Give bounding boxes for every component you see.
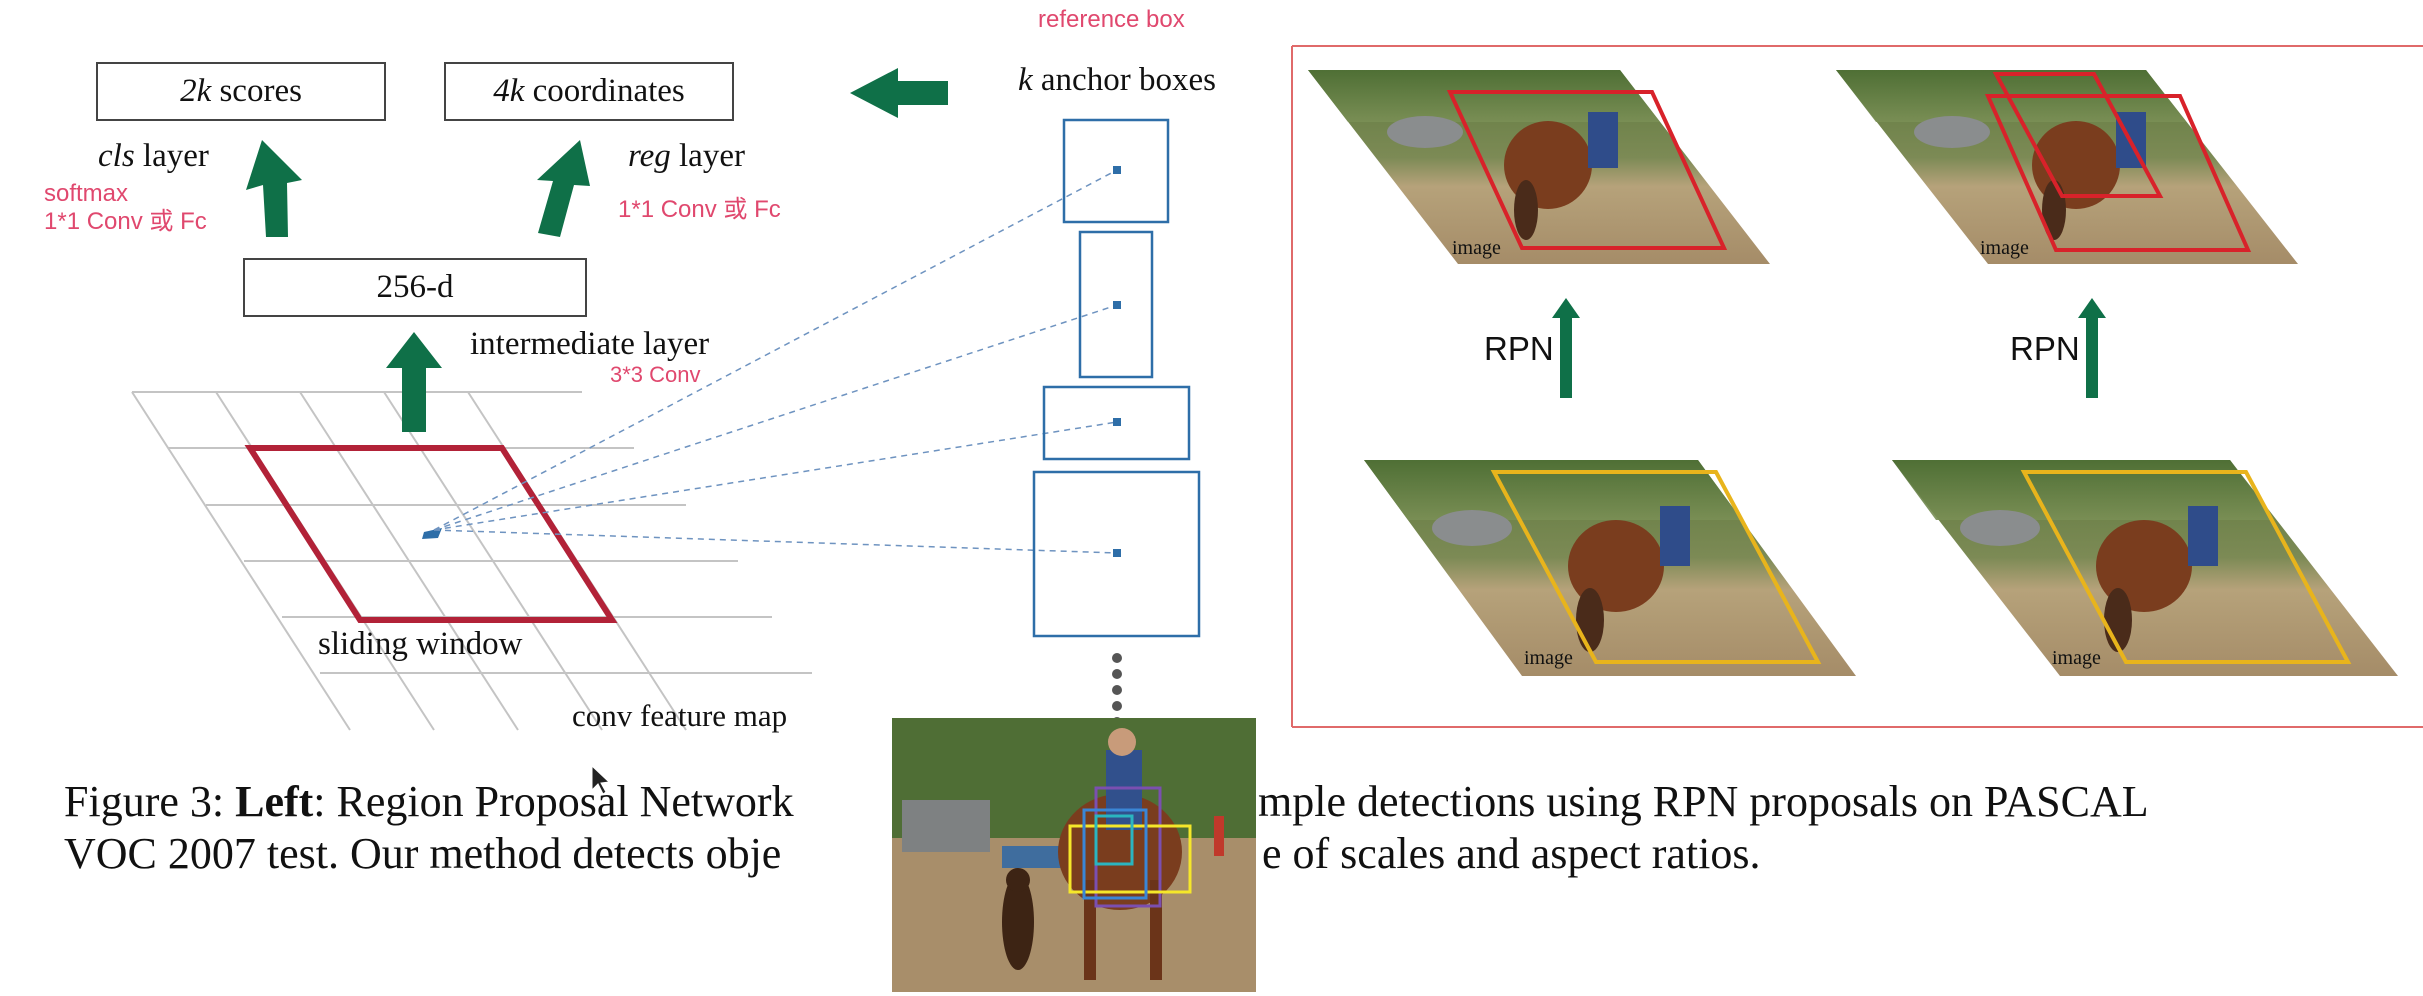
mouse-cursor-icon xyxy=(591,764,611,795)
image-tag-3: image xyxy=(1524,647,1573,669)
rpn-label-left: RPN xyxy=(1484,330,1554,367)
anchor-boxes xyxy=(1032,118,1201,638)
coordinates-box: 4k coordinates xyxy=(444,62,734,121)
image-tag-2: image xyxy=(1980,237,2029,259)
arrow-left-icon xyxy=(850,68,948,118)
rpn-label-right: RPN xyxy=(2010,330,2080,367)
green-arrows xyxy=(246,68,2106,432)
scores-box: 2k scores xyxy=(96,62,386,121)
horse-photo xyxy=(892,718,1256,992)
image-tag-1: image xyxy=(1452,237,1501,259)
reg-conv-note: 1*1 Conv 或 Fc xyxy=(618,196,781,223)
caption-line-2a: VOC 2007 test. Our method detects obje xyxy=(64,829,782,878)
arrow-up-reg-icon xyxy=(537,140,590,237)
caption-line-1b: mple detections using RPN proposals on P… xyxy=(1258,777,2149,826)
arrow-up-cls-icon xyxy=(246,140,302,237)
anchor-boxes-label: k anchor boxes xyxy=(1018,62,1216,98)
reference-box-note: reference box xyxy=(1038,6,1185,33)
ellipsis-dots xyxy=(1112,653,1122,727)
arrow-up-intermediate-icon xyxy=(386,332,442,432)
image-tag-4: image xyxy=(2052,647,2101,669)
256d-box: 256-d xyxy=(243,258,587,317)
projection-lines xyxy=(433,169,1118,554)
intermediate-layer-label: intermediate layer xyxy=(470,326,710,362)
rpn-arrow-left-icon xyxy=(1552,298,1580,398)
cls-layer-label: cls layer xyxy=(98,138,209,174)
anchor-box-3 xyxy=(1042,385,1191,461)
example-image-top-left xyxy=(1308,70,1770,264)
sliding-window xyxy=(244,445,618,623)
example-image-top-right xyxy=(1836,70,2298,264)
anchor-box-4 xyxy=(1032,470,1201,638)
cls-conv-note: 1*1 Conv 或 Fc xyxy=(44,208,207,235)
conv-feature-map-grid xyxy=(131,391,812,731)
caption-line-1a: Figure 3: Left: Region Proposal Network xyxy=(64,777,794,826)
anchor-box-1 xyxy=(1062,118,1170,224)
rpn-arrow-right-icon xyxy=(2078,298,2106,398)
anchor-box-2 xyxy=(1078,230,1154,379)
softmax-note: softmax xyxy=(44,180,129,207)
caption-line-2b: e of scales and aspect ratios. xyxy=(1262,829,1761,878)
conv3-note: 3*3 Conv xyxy=(610,362,701,387)
sliding-window-label: sliding window xyxy=(318,626,523,662)
example-image-bottom-right xyxy=(1892,460,2398,676)
conv-feature-map-label: conv feature map xyxy=(572,698,788,733)
example-image-bottom-left xyxy=(1364,460,1856,676)
reg-layer-label: reg layer xyxy=(628,138,745,174)
